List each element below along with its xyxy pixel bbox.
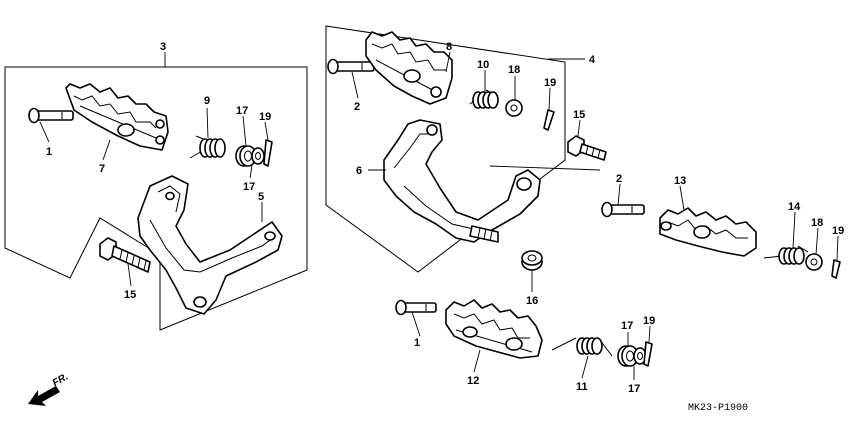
bracket-5 — [137, 175, 283, 315]
cotter-pin-19-top — [543, 109, 555, 131]
callout-3: 3 — [160, 41, 166, 53]
footpeg-8 — [365, 31, 453, 105]
nut-16 — [521, 250, 543, 271]
cotter-pin-19-right — [831, 259, 841, 279]
callout-19-bottom: 19 — [643, 315, 655, 327]
washer-18-top — [505, 99, 523, 117]
callout-19-right: 19 — [832, 225, 844, 237]
callout-16: 16 — [526, 295, 538, 307]
callout-14: 14 — [788, 201, 801, 213]
footpeg-12 — [445, 299, 543, 359]
callout-15-left: 15 — [124, 289, 136, 301]
bolt-15-middle — [567, 135, 607, 161]
bolt-15-left — [99, 237, 151, 273]
callout-1-left: 1 — [46, 146, 52, 158]
callout-8: 8 — [446, 41, 452, 53]
callout-1-bottom: 1 — [414, 337, 420, 349]
callout-12: 12 — [467, 375, 479, 387]
callout-17-bottom-top: 17 — [621, 320, 633, 332]
callout-10: 10 — [477, 59, 489, 71]
pin-2-top — [327, 58, 375, 75]
callout-6: 6 — [356, 165, 362, 177]
footpeg-7 — [65, 83, 169, 151]
spring-10 — [469, 89, 499, 109]
spring-11 — [551, 337, 613, 357]
leader-lines — [39, 51, 839, 380]
callout-19-left: 19 — [259, 111, 271, 123]
callout-4: 4 — [589, 54, 596, 66]
front-direction-arrow-icon — [28, 386, 60, 406]
callout-17-bottom-bottom: 17 — [628, 383, 640, 395]
callout-17-left-top: 17 — [236, 105, 248, 117]
bracket-6 — [383, 119, 541, 243]
spring-14 — [763, 245, 809, 265]
cotter-pin-19-bottom — [643, 341, 653, 367]
callout-13: 13 — [674, 175, 686, 187]
washer-18-right — [805, 253, 823, 271]
callout-18-top: 18 — [508, 64, 520, 76]
front-direction-label: FR. — [51, 371, 70, 389]
callout-19-top: 19 — [544, 77, 556, 89]
callout-2-top: 2 — [354, 101, 360, 113]
callout-17-left-bottom: 17 — [243, 181, 255, 193]
spring-9 — [189, 135, 226, 159]
pin-2-right — [601, 201, 645, 218]
pin-1-bottom — [395, 299, 437, 316]
callout-5: 5 — [258, 191, 264, 203]
callout-2-right: 2 — [616, 173, 622, 185]
pin-1-left — [28, 107, 74, 124]
callout-15-middle: 15 — [573, 109, 585, 121]
washer-17-left — [251, 147, 265, 165]
cotter-pin-19-left — [263, 139, 273, 167]
footpeg-13 — [659, 207, 757, 257]
callout-18-right: 18 — [811, 217, 823, 229]
diagram-code: MK23-P1900 — [688, 403, 748, 414]
callout-9: 9 — [204, 95, 210, 107]
callout-7: 7 — [99, 163, 105, 175]
callout-11: 11 — [576, 381, 588, 393]
